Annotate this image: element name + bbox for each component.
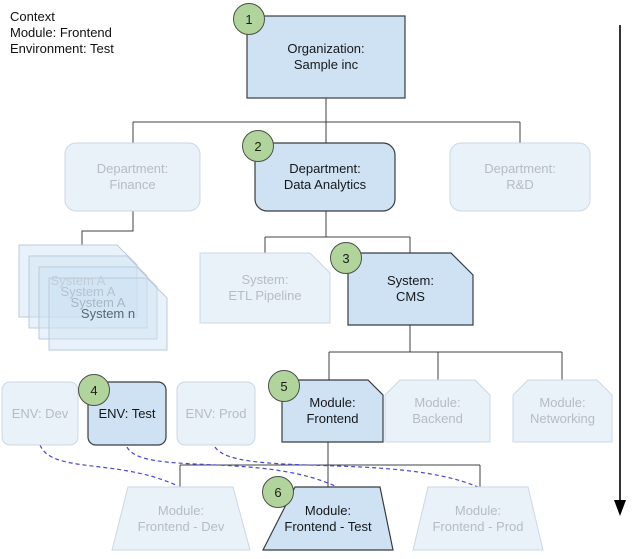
context-environment-line: Environment: Test [10,41,114,56]
connector-frontend-deployments [179,442,481,487]
deploy-test-node-shape [262,486,394,551]
dashed-link-prod [214,446,479,488]
module-backend-node-shape [384,379,491,443]
system-etl-node-shape [199,252,331,324]
system-cms-node-shape [347,252,474,326]
step-6-badge: 6 [262,476,294,508]
deploy-prod-node-shape [412,486,544,551]
step-2-badge: 2 [242,130,274,162]
timeline-arrow-icon [614,25,626,516]
system-stack-card-3 [38,266,158,340]
dept-finance-node-shape [64,142,201,212]
step-3-badge: 3 [330,242,362,274]
context-title: Context [10,9,55,24]
context-annotation: Context Module: Frontend Environment: Te… [10,9,114,57]
connector-finance-systems [81,211,134,245]
deploy-dev-node-shape [111,486,251,551]
organization-node-shape [246,15,406,99]
dept-rnd-node-shape [449,142,591,212]
connector-analytics-systems [264,211,411,253]
connector-org-departments [132,98,521,143]
context-module-line: Module: Frontend [10,25,112,40]
module-networking-node-shape [512,379,613,443]
system-stack-card-4 [48,277,168,351]
env-prod-node-shape [176,381,256,446]
dashed-link-test [126,446,336,487]
step-5-badge: 5 [268,370,300,402]
system-stack-card-2 [28,255,148,329]
step-4-badge: 4 [78,374,110,406]
step-1-badge: 1 [233,3,265,35]
env-dev-node-shape [1,381,79,446]
connector-cms-modules [328,325,563,380]
dept-data-analytics-node-shape [254,142,396,212]
dashed-link-dev [39,444,179,487]
